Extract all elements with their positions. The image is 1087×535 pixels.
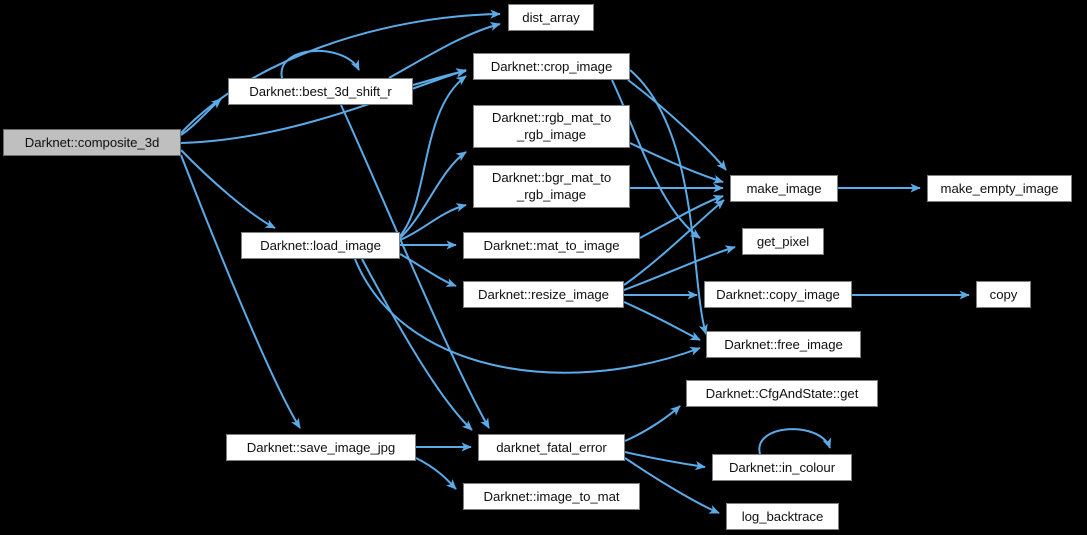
graph-node-get_pixel[interactable]: get_pixel xyxy=(742,228,824,255)
edge-darknet_fatal_error-to-in_colour xyxy=(624,451,706,471)
edge-composite_3d-to-save_image_jpg xyxy=(180,154,301,429)
edge-load_image-to-rgb_mat_to_rgb_image xyxy=(399,151,467,239)
edge-crop_image-to-get_pixel xyxy=(611,79,701,239)
graph-node-rgb_mat_to_rgb_image[interactable]: Darknet::rgb_mat_to _rgb_image xyxy=(473,105,630,148)
graph-node-bgr_mat_to_rgb_image[interactable]: Darknet::bgr_mat_to _rgb_image xyxy=(473,165,630,208)
edge-crop_image-to-make_image xyxy=(627,79,727,171)
edge-load_image-to-crop_image xyxy=(399,75,467,237)
edge-in_colour-to-in_colour xyxy=(758,428,832,455)
graph-node-make_empty_image[interactable]: make_empty_image xyxy=(927,175,1072,202)
edge-resize_image-to-free_image xyxy=(623,301,701,341)
edge-best_3d_shift_r-to-best_3d_shift_r xyxy=(280,50,360,79)
edge-load_image-to-resize_image xyxy=(399,253,457,287)
graph-node-darknet_fatal_error[interactable]: darknet_fatal_error xyxy=(478,434,625,461)
edge-best_3d_shift_r-to-darknet_fatal_error xyxy=(340,104,490,429)
edge-resize_image-to-get_pixel xyxy=(623,245,736,291)
edge-best_3d_shift_r-to-crop_image xyxy=(412,68,467,86)
graph-node-cfg_and_state_get[interactable]: Darknet::CfgAndState::get xyxy=(686,380,878,407)
graph-node-save_image_jpg[interactable]: Darknet::save_image_jpg xyxy=(226,434,416,461)
edge-load_image-to-free_image xyxy=(354,258,701,374)
edge-load_image-to-bgr_mat_to_rgb_image xyxy=(399,203,467,241)
graph-node-composite_3d[interactable]: Darknet::composite_3d xyxy=(3,129,181,156)
graph-node-best_3d_shift_r[interactable]: Darknet::best_3d_shift_r xyxy=(228,78,413,105)
graph-node-crop_image[interactable]: Darknet::crop_image xyxy=(473,53,630,80)
edge-mat_to_image-to-make_image xyxy=(639,194,724,239)
graph-node-mat_to_image[interactable]: Darknet::mat_to_image xyxy=(463,232,640,259)
edge-best_3d_shift_r-to-dist_array xyxy=(388,21,501,79)
edge-load_image-to-darknet_fatal_error xyxy=(361,258,473,431)
edge-composite_3d-to-best_3d_shift_r xyxy=(180,98,222,136)
edge-rgb_mat_to_rgb_image-to-make_image xyxy=(629,142,724,184)
edge-composite_3d-to-crop_image xyxy=(180,68,467,144)
edge-save_image_jpg-to-image_to_mat xyxy=(415,457,457,490)
graph-node-free_image[interactable]: Darknet::free_image xyxy=(706,331,861,358)
graph-node-resize_image[interactable]: Darknet::resize_image xyxy=(463,281,624,308)
edge-composite_3d-to-load_image xyxy=(180,149,276,229)
graph-node-copy_image[interactable]: Darknet::copy_image xyxy=(704,281,852,308)
graph-node-log_backtrace[interactable]: log_backtrace xyxy=(726,503,839,530)
edge-crop_image-to-free_image xyxy=(629,69,708,335)
edge-darknet_fatal_error-to-log_backtrace xyxy=(624,457,720,514)
graph-node-in_colour[interactable]: Darknet::in_colour xyxy=(712,454,852,481)
graph-node-copy[interactable]: copy xyxy=(976,281,1031,308)
graph-node-image_to_mat[interactable]: Darknet::image_to_mat xyxy=(463,483,640,510)
edge-resize_image-to-make_image xyxy=(623,199,725,286)
graph-node-load_image[interactable]: Darknet::load_image xyxy=(241,232,400,259)
edge-darknet_fatal_error-to-cfg_and_state_get xyxy=(624,405,681,442)
graph-node-make_image[interactable]: make_image xyxy=(730,175,838,202)
graph-node-dist_array[interactable]: dist_array xyxy=(508,4,594,31)
